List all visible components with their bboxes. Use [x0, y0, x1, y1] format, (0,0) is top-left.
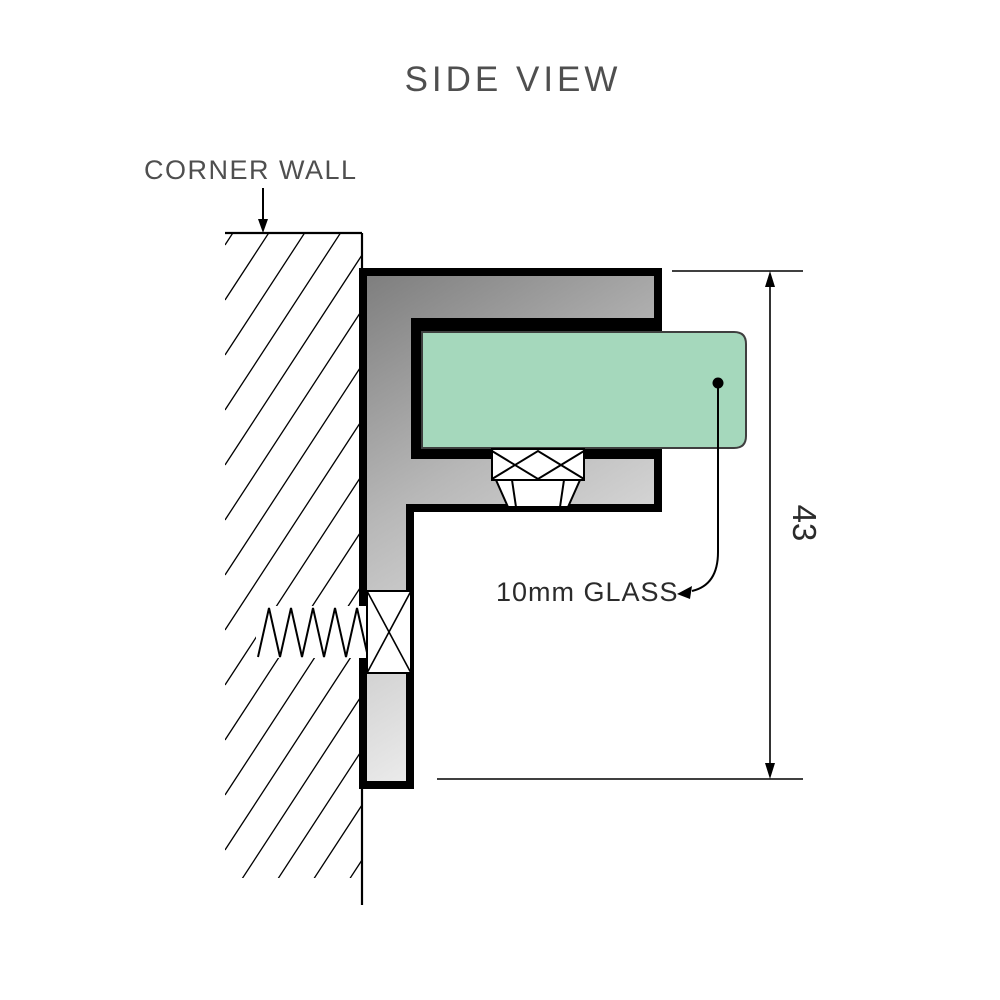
hatch-line — [349, 859, 362, 878]
arrowhead-down — [765, 763, 775, 779]
glass-panel — [421, 331, 747, 449]
hatch-line — [225, 233, 342, 411]
hatch-line — [225, 309, 362, 521]
leader-dot — [712, 377, 724, 389]
glass-annotation: 10mm GLASS — [496, 377, 724, 607]
hatch-line — [225, 474, 362, 686]
hatch-line — [277, 749, 362, 878]
hatch-line — [225, 254, 362, 466]
arrowhead-left — [677, 586, 692, 599]
hatch-line — [225, 419, 362, 631]
hatch-line — [225, 364, 362, 576]
arrowhead-up — [765, 271, 775, 287]
corner-wall-arrow — [258, 188, 268, 233]
dimension-43: 43 — [437, 270, 823, 780]
glass-label: 10mm GLASS — [496, 577, 679, 607]
arrowhead-down — [258, 219, 268, 233]
screw-threads — [257, 607, 369, 658]
hatch-line — [225, 639, 362, 851]
hatch-line — [225, 233, 234, 246]
diagram-title: SIDE VIEW — [405, 60, 622, 99]
corner-wall-label: CORNER WALL — [144, 155, 358, 185]
leader-line — [691, 388, 719, 592]
hatch-line — [313, 804, 362, 878]
hatch-line — [241, 694, 362, 878]
grub-screw — [491, 448, 585, 508]
grub-screw-cap — [494, 479, 582, 508]
wall-screw — [256, 590, 412, 674]
hatch-line — [225, 233, 270, 301]
hatch-line — [225, 233, 306, 356]
wall-hatching — [225, 233, 362, 878]
dimension-value-label: 43 — [786, 505, 823, 542]
